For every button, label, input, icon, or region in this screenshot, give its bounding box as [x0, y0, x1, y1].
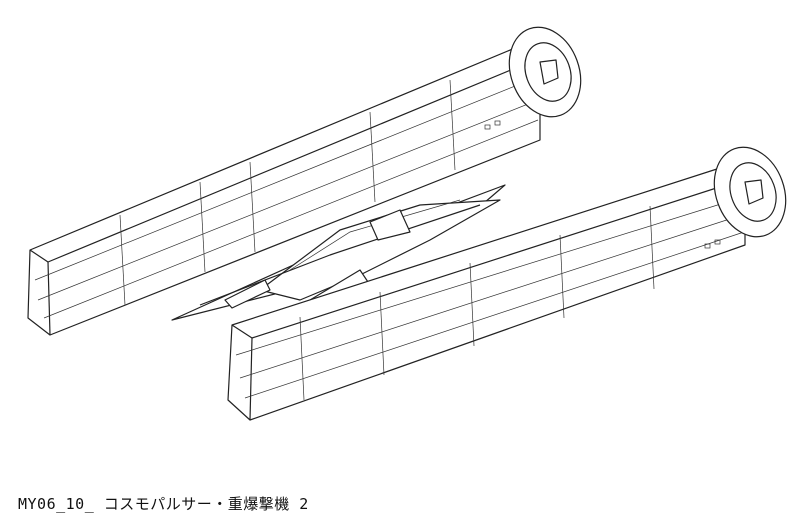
upper-engine-ring [508, 26, 582, 118]
lower-engine-ring [713, 146, 787, 238]
lower-pod [227, 167, 746, 421]
image-caption: MY06_10_ コスモパルサー・重爆撃機 2 [18, 495, 309, 513]
